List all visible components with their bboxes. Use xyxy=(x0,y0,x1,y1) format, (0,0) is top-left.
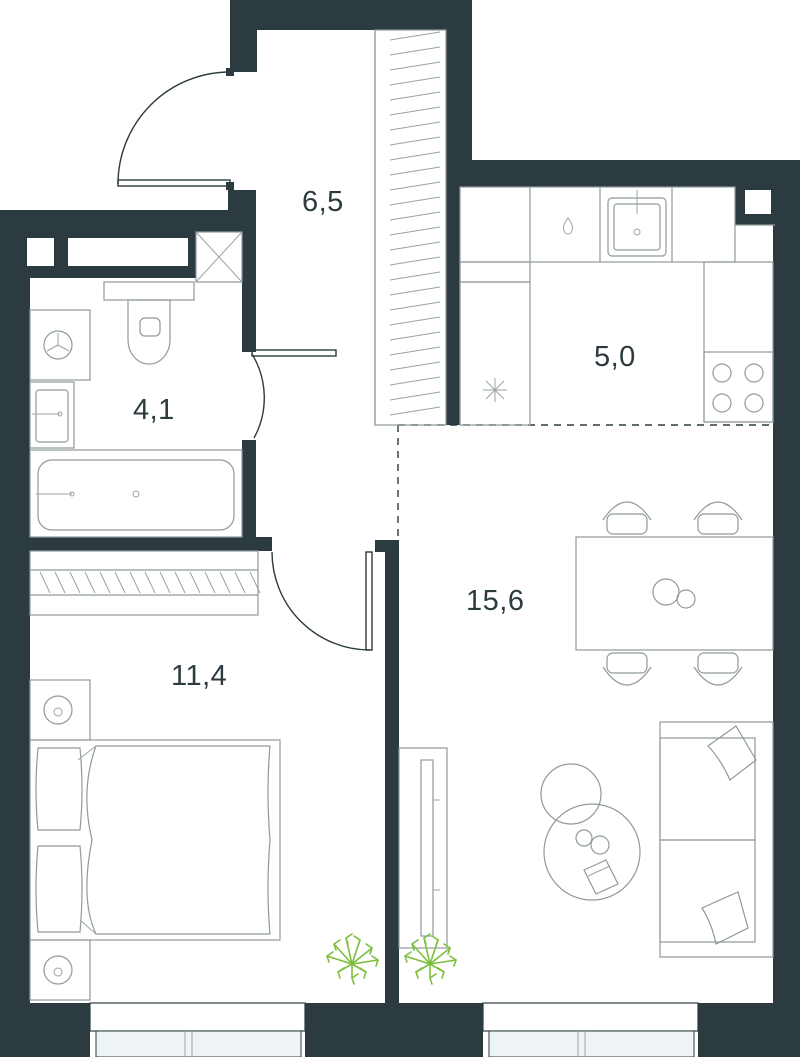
hanger-mark xyxy=(389,151,441,161)
hanger-mark xyxy=(389,61,441,71)
pouf-icon xyxy=(540,763,602,825)
hanger-mark xyxy=(219,571,231,594)
sink-icon xyxy=(29,381,75,449)
hanger-mark xyxy=(174,571,186,594)
nightstand-bottom xyxy=(29,939,91,1001)
hanger-mark xyxy=(389,271,441,281)
hanger-mark xyxy=(114,571,126,594)
hanger-mark xyxy=(389,391,441,401)
living-fixtures xyxy=(398,501,774,985)
chair-icon xyxy=(693,501,743,535)
washing-machine-icon xyxy=(29,309,91,381)
hanger-mark xyxy=(389,166,441,176)
area-label-hallway: 6,5 xyxy=(302,186,344,218)
hanger-mark xyxy=(389,301,441,311)
chair-icon xyxy=(602,501,652,535)
plant-icon xyxy=(404,933,457,985)
nightstand-top xyxy=(29,679,91,741)
hanger-mark xyxy=(389,31,441,41)
doors xyxy=(117,68,373,651)
hanger-mark xyxy=(234,571,246,594)
cooktop-icon xyxy=(703,351,774,423)
bedroom-fixtures xyxy=(29,550,379,1001)
hanger-mark xyxy=(389,241,441,251)
coffee-table-icon xyxy=(543,803,641,901)
hanger-mark xyxy=(204,571,216,594)
toilet-icon xyxy=(103,281,195,365)
hanger-mark xyxy=(129,571,141,594)
kitchen-fixtures xyxy=(459,186,775,426)
hanger-mark xyxy=(389,106,441,116)
plant-icon xyxy=(326,933,379,985)
double-bed-icon xyxy=(29,739,281,941)
hanger-mark xyxy=(389,361,441,371)
hanger-mark xyxy=(389,211,441,221)
hall-wardrobe xyxy=(374,29,447,426)
hanger-mark xyxy=(389,256,441,266)
hanger-mark xyxy=(54,571,66,594)
area-label-bathroom: 4,1 xyxy=(133,394,175,426)
hanger-mark xyxy=(389,181,441,191)
hanger-mark xyxy=(159,571,171,594)
hanger-mark xyxy=(389,406,441,416)
water-drop-icon xyxy=(563,217,573,235)
area-label-kitchen: 5,0 xyxy=(594,341,636,373)
bathroom-fixtures xyxy=(29,231,243,538)
hanger-mark xyxy=(249,571,261,594)
area-label-living-room: 15,6 xyxy=(466,585,524,617)
snowflake-icon xyxy=(483,378,507,402)
hanger-mark xyxy=(144,571,156,594)
hanger-mark xyxy=(39,571,51,594)
hanger-mark xyxy=(389,136,441,146)
hanger-mark xyxy=(389,316,441,326)
bedroom-wardrobe xyxy=(29,550,261,616)
tv-unit-icon xyxy=(398,747,448,949)
windows xyxy=(89,1002,699,1057)
hanger-mark xyxy=(99,571,111,594)
hanger-mark xyxy=(389,46,441,56)
area-label-bedroom: 11,4 xyxy=(171,660,227,692)
dining-chairs xyxy=(602,501,743,686)
hanger-mark xyxy=(389,91,441,101)
hanger-mark xyxy=(389,286,441,296)
bathtub-icon xyxy=(29,449,243,538)
hanger-mark xyxy=(389,121,441,131)
hanger-mark xyxy=(69,571,81,594)
sofa-icon xyxy=(659,721,774,958)
hanger-mark xyxy=(389,346,441,356)
hanger-mark xyxy=(389,226,441,236)
chair-icon xyxy=(602,652,652,686)
kitchen-sink-icon xyxy=(607,190,667,257)
hanger-mark xyxy=(189,571,201,594)
hanger-mark xyxy=(389,196,441,206)
dining-table-icon xyxy=(575,536,774,651)
chair-icon xyxy=(693,652,743,686)
hanger-mark xyxy=(389,76,441,86)
hanger-mark xyxy=(84,571,96,594)
hanger-mark xyxy=(389,376,441,386)
hanger-mark xyxy=(389,331,441,341)
